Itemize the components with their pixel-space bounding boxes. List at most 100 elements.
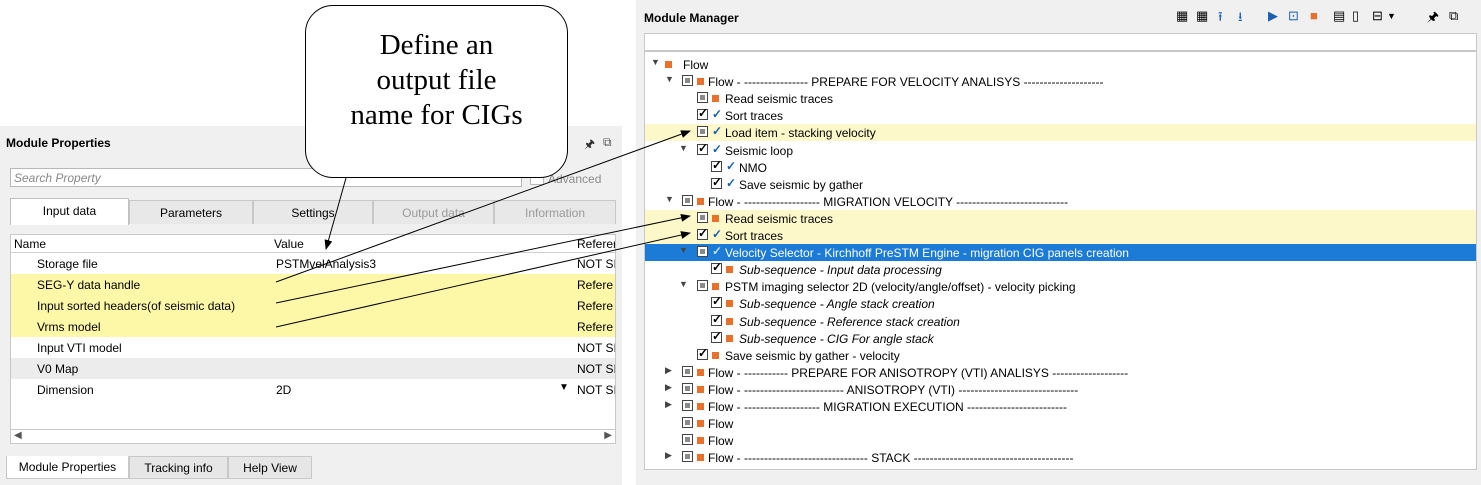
move-down-icon[interactable]: ⭳	[1238, 9, 1243, 24]
tree-checkbox[interactable]	[697, 141, 708, 155]
tree-row[interactable]: Sub-sequence - Input data processing	[645, 260, 1476, 278]
options-icon[interactable]: ⊟	[1372, 8, 1383, 23]
tree-checkbox[interactable]	[697, 246, 708, 258]
clipboard-icon[interactable]: ▯	[1352, 8, 1360, 23]
tree-checkbox[interactable]	[697, 211, 708, 223]
tree-row[interactable]: ▶ Flow - ------------------- MIGRATION EX…	[645, 398, 1476, 415]
tree-row[interactable]: ▶Flow - ------------------------- ANISOT…	[645, 381, 1476, 398]
expand-arrow-icon[interactable]: ▶	[665, 381, 672, 392]
scroll-left-icon[interactable]: ◀	[14, 430, 22, 441]
property-row[interactable]: Input sorted headers(of seismic data) Re…	[11, 295, 615, 316]
tree-row[interactable]: ▶Flow - ------------------------------- …	[645, 449, 1476, 466]
tree-row[interactable]: ▼Flow - ------------------- MIGRATION VE…	[645, 193, 1476, 210]
tree-row[interactable]: ▼✓Velocity Selector - Kirchhoff PreSTM E…	[645, 244, 1476, 262]
remove-module-icon[interactable]: ▦	[1196, 8, 1209, 23]
tab-information[interactable]: Information	[494, 200, 616, 224]
horizontal-scrollbar[interactable]: ◀ ▶	[10, 429, 616, 444]
expand-arrow-icon[interactable]: ▶	[665, 450, 672, 461]
tree-checkbox[interactable]	[711, 158, 722, 172]
column-name[interactable]: Name	[14, 237, 47, 251]
float-window-icon[interactable]: ⧉	[1449, 8, 1459, 23]
tree-row[interactable]: Read seismic traces	[645, 209, 1476, 227]
tree-checkbox[interactable]	[697, 92, 708, 104]
log-icon[interactable]: ▤	[1333, 8, 1346, 23]
tree-row[interactable]: Sub-sequence - Angle stack creation	[645, 294, 1476, 312]
tree-row[interactable]: ✓Load item - stacking velocity	[645, 124, 1476, 142]
pin-icon[interactable]: 🖈	[1427, 9, 1440, 24]
collapse-arrow-icon[interactable]: ▼	[665, 193, 674, 204]
collapse-arrow-icon[interactable]: ▼	[651, 57, 660, 67]
collapse-arrow-icon[interactable]: ▼	[679, 142, 688, 153]
tree-row[interactable]: ✓Sort traces	[645, 226, 1476, 244]
tree-row[interactable]: ▼Flow - ---------------- PREPARE FOR VEL…	[645, 73, 1476, 90]
tree-checkbox[interactable]	[697, 280, 708, 292]
property-row[interactable]: Vrms model Refere	[11, 316, 615, 337]
tree-checkbox[interactable]	[682, 434, 693, 446]
tree-row[interactable]: ✓NMO	[645, 158, 1476, 176]
property-reference: NOT SI	[577, 257, 616, 271]
tree-checkbox[interactable]	[711, 329, 722, 343]
tab-settings[interactable]: Settings	[253, 200, 373, 224]
tree-checkbox[interactable]	[682, 194, 693, 206]
collapse-arrow-icon[interactable]: ▼	[679, 245, 688, 256]
collapse-arrow-icon[interactable]: ▼	[665, 74, 674, 85]
tab-output-data[interactable]: Output data	[373, 200, 494, 224]
property-row[interactable]: Storage file PSTMvelAnalysis3 NOT SI	[11, 253, 615, 274]
tree-row[interactable]: ▶Flow - ----------- PREPARE FOR ANISOTRO…	[645, 364, 1476, 381]
tab-input-data[interactable]: Input data	[10, 198, 129, 225]
pin-icon[interactable]: 🖈	[584, 137, 596, 151]
tree-row[interactable]: ▼Flow	[645, 56, 1476, 73]
tree-row[interactable]: Save seismic by gather - velocity	[645, 346, 1476, 364]
tab-help-view[interactable]: Help View	[228, 456, 312, 479]
tree-checkbox[interactable]	[682, 400, 693, 411]
chevron-down-icon[interactable]: ▼	[1387, 11, 1396, 21]
tree-row[interactable]: Flow	[645, 415, 1476, 432]
module-manager-toolbar: ▦ ▦ ⭱ ⭳ ▶ ⊡ ■ ▤ ▯ ⊟ ▼ 🖈 ⧉	[1171, 8, 1481, 28]
tree-row[interactable]: Sub-sequence - Reference stack creation	[645, 312, 1476, 330]
move-up-icon[interactable]: ⭱	[1218, 9, 1223, 24]
status-square-icon	[697, 449, 704, 464]
column-value[interactable]: Value	[274, 237, 304, 251]
tree-item-label: Flow - ------------------- MIGRATION EXE…	[708, 400, 1067, 414]
tree-checkbox[interactable]	[711, 312, 722, 326]
tree-row[interactable]: ▼PSTM imaging selector 2D (velocity/angl…	[645, 278, 1476, 295]
dimension-select[interactable]: 2D	[276, 383, 292, 397]
tree-checkbox[interactable]	[682, 75, 693, 87]
dropdown-arrow-icon[interactable]: ▼	[559, 382, 569, 393]
property-row[interactable]: Input VTI model NOT SI	[11, 337, 615, 358]
tree-checkbox[interactable]	[682, 451, 693, 463]
add-module-icon[interactable]: ▦	[1176, 8, 1189, 23]
tree-checkbox[interactable]	[711, 294, 722, 309]
property-row[interactable]: V0 Map NOT SI	[11, 358, 615, 379]
column-reference[interactable]: Referer	[577, 237, 615, 251]
tree-row[interactable]: Flow	[645, 432, 1476, 449]
tab-module-properties[interactable]: Module Properties	[6, 456, 129, 479]
tree-checkbox[interactable]	[711, 260, 722, 275]
tree-checkbox[interactable]	[697, 226, 708, 240]
collapse-arrow-icon[interactable]: ▼	[679, 279, 688, 290]
tree-row[interactable]: ✓Sort traces	[645, 106, 1476, 124]
tab-tracking-info[interactable]: Tracking info	[129, 456, 228, 479]
expand-arrow-icon[interactable]: ▶	[665, 364, 672, 375]
tree-checkbox[interactable]	[682, 417, 693, 429]
run-step-icon[interactable]: ⊡	[1288, 8, 1299, 23]
tab-parameters[interactable]: Parameters	[129, 200, 253, 224]
tree-row[interactable]: ✓Save seismic by gather	[645, 175, 1476, 193]
tree-row[interactable]: Sub-sequence - CIG For angle stack	[645, 329, 1476, 347]
tree-row[interactable]: ▼✓Seismic loop	[645, 141, 1476, 159]
tree-checkbox[interactable]	[697, 106, 708, 121]
scroll-right-icon[interactable]: ▶	[604, 430, 612, 441]
tree-checkbox[interactable]	[711, 175, 722, 189]
tree-checkbox[interactable]	[697, 126, 708, 138]
property-row[interactable]: Dimension 2D ▼ NOT SI	[11, 379, 615, 400]
expand-arrow-icon[interactable]: ▶	[665, 399, 672, 409]
property-row[interactable]: SEG-Y data handle Refere	[11, 274, 615, 295]
tree-checkbox[interactable]	[697, 346, 708, 360]
float-window-icon[interactable]: ⧉	[603, 135, 612, 149]
run-icon[interactable]: ▶	[1268, 8, 1278, 23]
stop-icon[interactable]: ■	[1310, 8, 1318, 23]
property-value[interactable]: PSTMvelAnalysis3	[276, 257, 377, 271]
tree-row[interactable]: Read seismic traces	[645, 90, 1476, 107]
tree-checkbox[interactable]	[682, 382, 693, 394]
tree-checkbox[interactable]	[682, 365, 693, 377]
